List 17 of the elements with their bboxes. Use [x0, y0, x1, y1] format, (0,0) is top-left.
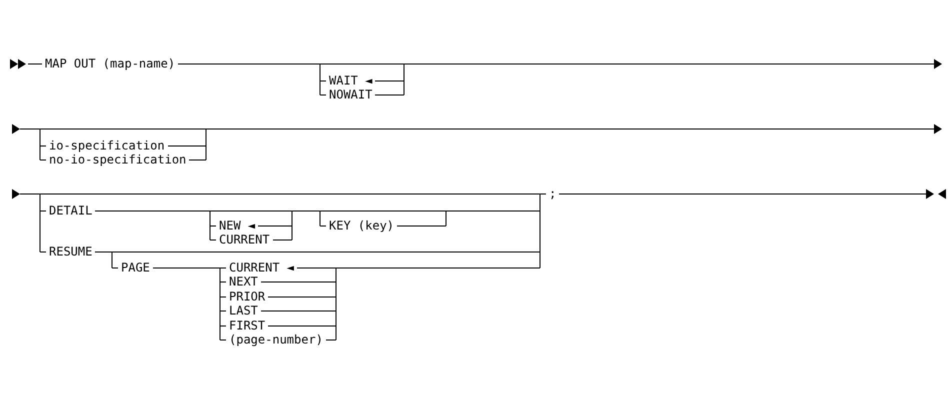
parameter-text: no-io-specification — [46, 154, 190, 166]
option-text: RESUME — [46, 246, 96, 258]
option-text: LAST — [226, 304, 261, 318]
option-text: FIRST — [226, 320, 268, 332]
option-text: PAGE — [118, 262, 153, 274]
option-text: NOWAIT — [326, 88, 376, 102]
parameter-text: (page-number) — [226, 334, 326, 346]
option-text: WAIT ◄ — [326, 74, 376, 88]
parameter-text: io-specification — [46, 140, 168, 152]
option-text: CURRENT — [216, 234, 273, 246]
option-text: NEXT — [226, 276, 261, 288]
option-text: KEY (key) — [326, 220, 398, 232]
option-text: DETAIL — [46, 204, 96, 218]
option-text: NEW ◄ — [216, 220, 258, 232]
option-text: CURRENT ◄ — [226, 262, 298, 274]
keyword-text: MAP OUT (map-name) — [42, 58, 178, 70]
option-text: PRIOR — [226, 290, 268, 304]
